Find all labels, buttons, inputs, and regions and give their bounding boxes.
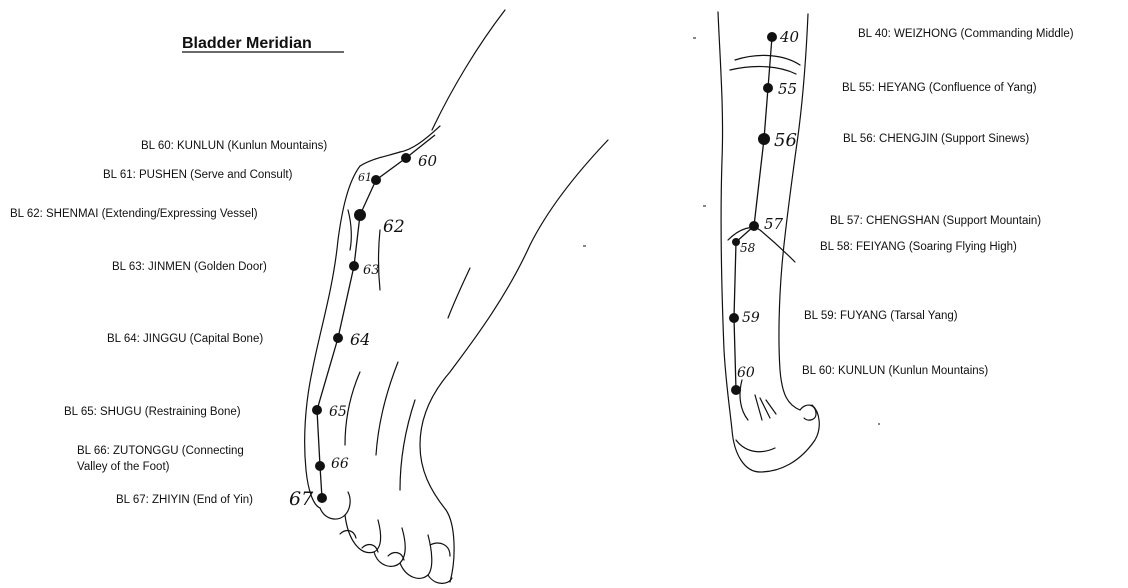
leg-point-bl57 (749, 221, 759, 231)
foot-detail-ankle-line (379, 230, 381, 290)
foot-outline-leg-front (432, 10, 505, 130)
leg-heel-detail-3 (760, 398, 770, 418)
leg-illustration: 40 55 56 57 58 59 60 BL 40: WEIZHONG (Co… (693, 12, 1074, 472)
foot-point-bl63 (349, 261, 359, 271)
leg-point-bl58 (732, 238, 740, 246)
leg-label-bl57: BL 57: CHENGSHAN (Support Mountain) (830, 215, 1041, 227)
leg-number-55: 55 (778, 80, 797, 98)
foot-label-bl61: BL 61: PUSHEN (Serve and Consult) (103, 169, 293, 181)
foot-toe-nail-4 (430, 543, 450, 556)
page-title: Bladder Meridian (182, 35, 312, 52)
foot-detail-malleolus (348, 210, 351, 250)
foot-point-bl61 (371, 175, 381, 185)
leg-label-bl55: BL 55: HEYANG (Confluence of Yang) (842, 82, 1037, 94)
foot-toe-nail-1 (340, 531, 356, 538)
leg-point-bl59 (729, 313, 739, 323)
foot-label-bl60: BL 60: KUNLUN (Kunlun Mountains) (141, 140, 327, 152)
leg-number-59: 59 (742, 310, 760, 326)
leg-number-57: 57 (764, 215, 784, 233)
leg-number-58: 58 (740, 241, 756, 255)
foot-number-60: 60 (418, 152, 438, 170)
leg-label-bl59: BL 59: FUYANG (Tarsal Yang) (804, 310, 958, 322)
leg-number-56: 56 (774, 130, 797, 151)
foot-number-65: 65 (329, 404, 347, 420)
leg-label-bl40: BL 40: WEIZHONG (Commanding Middle) (858, 28, 1074, 40)
foot-point-bl60 (401, 153, 411, 163)
leg-knee-crease-1 (735, 55, 800, 65)
foot-detail-metatarsal-1 (376, 362, 398, 455)
leg-label-bl56: BL 56: CHENGJIN (Support Sinews) (843, 133, 1029, 145)
leg-heel-bottom (736, 440, 775, 452)
foot-number-64: 64 (350, 330, 370, 349)
leg-heel-detail-1 (740, 380, 748, 420)
leg-label-bl58: BL 58: FEIYANG (Soaring Flying High) (820, 241, 1017, 253)
leg-point-bl40 (767, 32, 777, 42)
leg-point-bl56 (758, 133, 770, 145)
leg-knee-crease-2 (730, 67, 796, 74)
foot-meridian-line (317, 135, 435, 498)
foot-toe-big (428, 575, 452, 583)
foot-label-bl66-line1: BL 66: ZUTONGGU (Connecting (77, 445, 244, 457)
foot-point-bl66 (315, 461, 325, 471)
foot-number-66: 66 (331, 456, 349, 472)
foot-illustration: 60 61 62 63 64 65 66 67 BL 60: KUNLUN (K… (10, 10, 608, 583)
foot-label-bl67: BL 67: ZHIYIN (End of Yin) (116, 494, 253, 506)
foot-number-67: 67 (289, 488, 314, 510)
foot-number-61: 61 (358, 171, 372, 184)
foot-point-bl62 (354, 209, 366, 221)
foot-outline-ankle (400, 126, 440, 152)
foot-point-bl65 (312, 405, 322, 415)
leg-number-60: 60 (737, 365, 755, 381)
leg-point-bl60 (731, 385, 741, 395)
foot-label-bl62: BL 62: SHENMAI (Extending/Expressing Ves… (10, 208, 258, 220)
foot-label-bl66-line2: Valley of the Foot) (77, 461, 170, 473)
foot-number-63: 63 (363, 263, 380, 278)
leg-ankle-bone (800, 405, 816, 420)
foot-label-bl63: BL 63: JINMEN (Golden Door) (112, 261, 267, 273)
foot-detail-tendon-1 (448, 268, 470, 318)
foot-toe-nail-3 (388, 553, 404, 560)
leg-number-40: 40 (779, 28, 800, 46)
leg-label-bl60: BL 60: KUNLUN (Kunlun Mountains) (802, 365, 988, 377)
foot-detail-metatarsal-3 (400, 400, 415, 490)
foot-point-bl67 (317, 493, 327, 503)
foot-label-bl65: BL 65: SHUGU (Restraining Bone) (64, 406, 241, 418)
foot-label-bl64: BL 64: JINGGU (Capital Bone) (107, 333, 263, 345)
foot-point-bl64 (333, 333, 343, 343)
leg-point-bl55 (763, 83, 773, 93)
foot-outline-dorsum (420, 140, 608, 582)
foot-detail-metatarsal-2 (345, 372, 360, 445)
foot-outline-heel-top (360, 152, 400, 166)
foot-number-62: 62 (383, 217, 405, 237)
